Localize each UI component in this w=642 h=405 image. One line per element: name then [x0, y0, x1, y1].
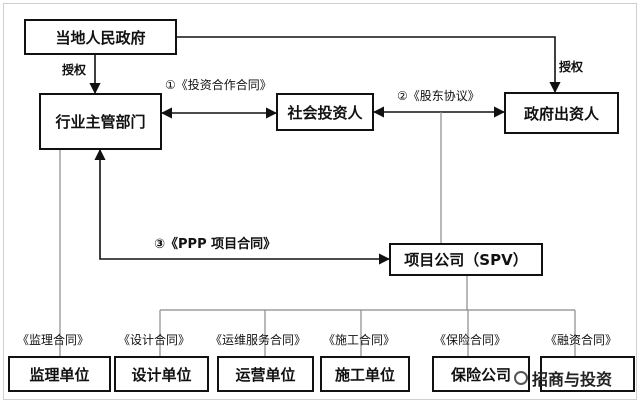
auth-right-label: 授权 [559, 60, 584, 74]
design-contract-label: 《设计合同》 [118, 333, 191, 347]
shareholder-agreement-label: ②《股东协议》 [397, 89, 480, 103]
watermark-text: 招商与投资 [532, 370, 613, 389]
node-local-government: 当地人民政府 [24, 19, 177, 55]
wechat-logo-icon [514, 371, 528, 385]
node-project-company-spv: 项目公司（SPV） [389, 243, 543, 276]
auth-right-arrow [177, 36, 561, 94]
node-government-investor: 政府出资人 [504, 92, 619, 134]
supervision-contract-label: 《监理合同》 [17, 333, 90, 347]
operation-contract-label: 《运维服务合同》 [210, 333, 307, 347]
ppp-contract-arrow [94, 148, 391, 265]
node-supervision-unit: 监理单位 [8, 356, 111, 392]
node-operation-unit: 运营单位 [217, 356, 314, 392]
investment-contract-label: ①《投资合作合同》 [165, 78, 272, 92]
node-industry-department: 行业主管部门 [39, 93, 162, 150]
node-insurance-company: 保险公司 [432, 356, 530, 392]
node-financing-blank [540, 356, 635, 392]
auth-left-label: 授权 [62, 63, 87, 77]
financing-contract-label: 《融资合同》 [545, 333, 618, 347]
watermark: 招商与投资 [514, 366, 612, 390]
node-construction-unit: 施工单位 [320, 356, 410, 392]
node-design-unit: 设计单位 [114, 356, 209, 392]
insurance-contract-label: 《保险合同》 [434, 333, 507, 347]
outer-frame [3, 3, 637, 400]
ppp-contract-label: ③《PPP 项目合同》 [154, 237, 277, 252]
construction-contract-label: 《施工合同》 [323, 333, 396, 347]
node-social-investor: 社会投资人 [276, 93, 374, 131]
